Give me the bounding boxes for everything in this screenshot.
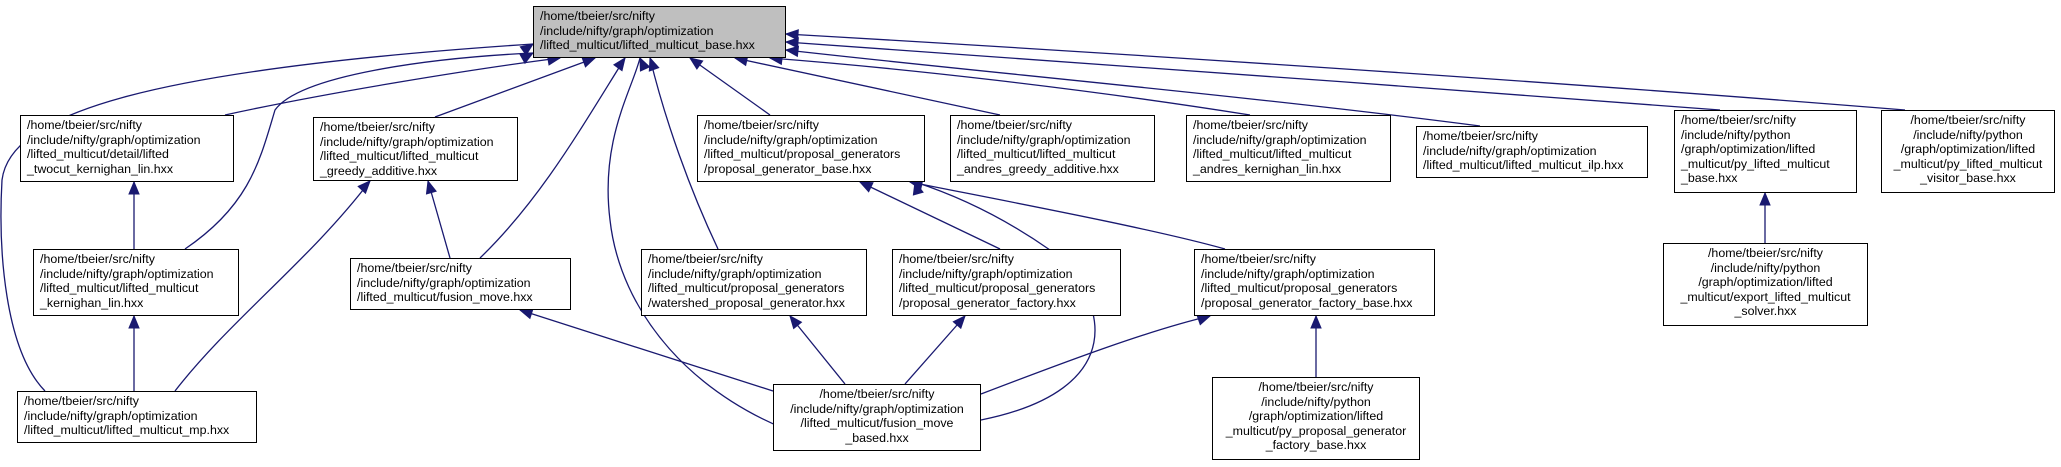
edge-fusion-move-to-base [479,57,626,259]
node-py-lifted-multicut-base[interactable]: /home/tbeier/src/nifty /include/nifty/py… [1674,110,1857,193]
edge-fusion-move-based-to-watershed [789,315,846,385]
edge-kernighan-lin-to-twocut-arrowhead [128,180,140,195]
edge-fusion-move-based-to-base-arrowhead [639,56,651,72]
edge-py-base-to-base [785,41,1721,111]
edge-mp-to-base-arrowhead [519,43,535,56]
node-py-proposal-generator-factory-base[interactable]: /home/tbeier/src/nifty /include/nifty/py… [1212,377,1420,460]
edge-fusion-move-based-to-fusion-move [519,309,774,392]
edge-andres-greedy-to-base [734,57,1001,116]
node-py-lifted-multicut-visitor-base[interactable]: /home/tbeier/src/nifty /include/nifty/py… [1881,110,2055,193]
edge-ilp-to-base [785,49,1481,127]
node-andres-greedy-additive[interactable]: /home/tbeier/src/nifty /include/nifty/gr… [950,115,1155,182]
edge-watershed-to-base [649,57,719,250]
edge-fusion-move-to-greedy-additive [427,180,451,259]
edge-factory-base-to-proposal-base [909,181,1226,250]
edge-greedy-additive-to-base [434,57,596,118]
node-lifted-multicut-base[interactable]: /home/tbeier/src/nifty /include/nifty/gr… [533,6,786,58]
edge-andres-kl-to-base [769,57,1251,116]
edge-factory-to-proposal-base [859,181,1001,250]
edge-mp-to-base [0,43,534,392]
edge-fusion-move-based-to-fusion-move-arrowhead [518,308,534,320]
node-watershed-proposal-generator[interactable]: /home/tbeier/src/nifty /include/nifty/gr… [641,249,867,316]
edge-fusion-move-based-to-factory [904,315,966,385]
node-fusion-move[interactable]: /home/tbeier/src/nifty /include/nifty/gr… [350,258,571,310]
node-lifted-multicut-ilp[interactable]: /home/tbeier/src/nifty /include/nifty/gr… [1416,126,1648,178]
node-fusion-move-based[interactable]: /home/tbeier/src/nifty /include/nifty/gr… [773,384,981,451]
node-proposal-generator-factory-base[interactable]: /home/tbeier/src/nifty /include/nifty/gr… [1194,249,1435,316]
edge-fusion-move-to-greedy-additive-arrowhead [425,179,437,195]
edge-fusion-move-to-base-arrowhead [613,56,626,72]
edge-fusion-move-based-to-factory-base-arrowhead [1196,314,1212,326]
edge-fusion-move-based-to-watershed-arrowhead [789,314,803,330]
node-proposal-generator-factory[interactable]: /home/tbeier/src/nifty /include/nifty/gr… [892,249,1121,316]
edge-proposal-base-to-base-arrowhead [688,57,704,70]
edge-mp-to-kernighan-lin-arrowhead [128,314,140,329]
node-lifted-multicut-greedy-additive[interactable]: /home/tbeier/src/nifty /include/nifty/gr… [313,117,518,181]
edge-proposal-base-to-base [689,57,771,116]
edge-ilp-to-base-arrowhead [784,45,800,58]
edge-export-solver-to-py-base-arrowhead [1759,191,1771,206]
node-lifted-twocut-kernighan-lin[interactable]: /home/tbeier/src/nifty /include/nifty/gr… [20,115,234,182]
edge-fusion-move-based-to-factory-base [980,315,1211,395]
edge-mp-to-greedy-additive [174,180,371,392]
edge-py-factory-base-to-factory-base-arrowhead [1310,314,1322,329]
edge-kernighan-lin-to-base [184,52,534,250]
node-proposal-generator-base[interactable]: /home/tbeier/src/nifty /include/nifty/gr… [697,115,925,182]
edge-fusion-move-based-to-factory-arrowhead [952,315,966,330]
edge-py-visitor-to-base-arrowhead [784,29,799,41]
edge-py-base-to-base-arrowhead [784,37,799,49]
node-lifted-multicut-kernighan-lin[interactable]: /home/tbeier/src/nifty /include/nifty/gr… [33,249,239,316]
node-lifted-multicut-mp[interactable]: /home/tbeier/src/nifty /include/nifty/gr… [17,391,257,443]
edge-fusion-move-based-to-proposal-base-arrowhead [912,180,924,196]
edge-watershed-to-base-arrowhead [648,56,660,72]
edge-py-visitor-to-base [785,33,1906,111]
node-andres-kernighan-lin[interactable]: /home/tbeier/src/nifty /include/nifty/gr… [1186,115,1391,182]
edge-factory-to-proposal-base-arrowhead [858,181,874,193]
edge-mp-to-greedy-additive-arrowhead [357,180,371,195]
edge-greedy-additive-to-base-arrowhead [581,56,597,68]
edge-fusion-move-based-to-base [607,57,816,441]
node-export-lifted-multicut-solver[interactable]: /home/tbeier/src/nifty /include/nifty/py… [1663,243,1868,326]
